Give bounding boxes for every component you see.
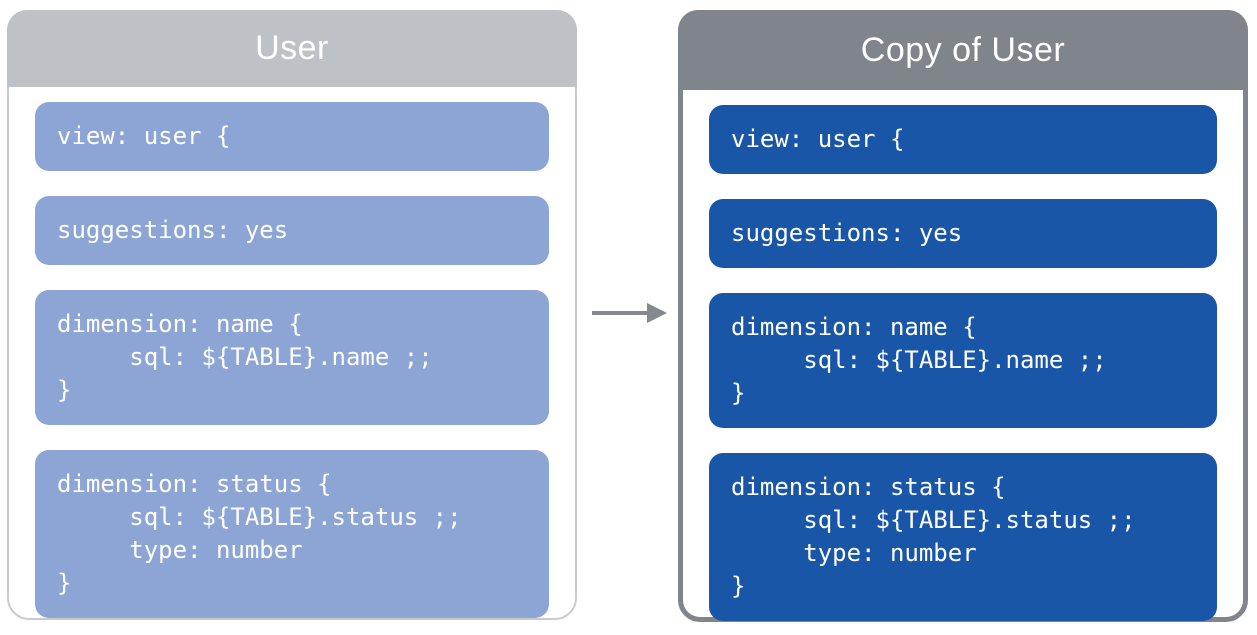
- code-block-suggestions-copy: suggestions: yes: [709, 199, 1217, 268]
- code-block-view: view: user {: [35, 102, 549, 171]
- copy-of-user-panel-body: view: user { suggestions: yes dimension:…: [683, 90, 1243, 621]
- copy-of-user-panel-title: Copy of User: [678, 10, 1248, 90]
- copy-of-user-panel: Copy of User view: user { suggestions: y…: [678, 10, 1248, 622]
- code-block-view-copy: view: user {: [709, 105, 1217, 174]
- code-block-dimension-name: dimension: name { sql: ${TABLE}.name ;; …: [35, 290, 549, 425]
- user-panel-title: User: [7, 10, 577, 87]
- code-block-dimension-name-copy: dimension: name { sql: ${TABLE}.name ;; …: [709, 293, 1217, 428]
- code-block-dimension-status: dimension: status { sql: ${TABLE}.status…: [35, 450, 549, 618]
- copy-arrow-icon: [592, 303, 667, 323]
- code-block-suggestions: suggestions: yes: [35, 196, 549, 265]
- user-panel-body: view: user { suggestions: yes dimension:…: [9, 87, 575, 618]
- code-block-dimension-status-copy: dimension: status { sql: ${TABLE}.status…: [709, 453, 1217, 621]
- user-panel: User view: user { suggestions: yes dimen…: [7, 10, 577, 620]
